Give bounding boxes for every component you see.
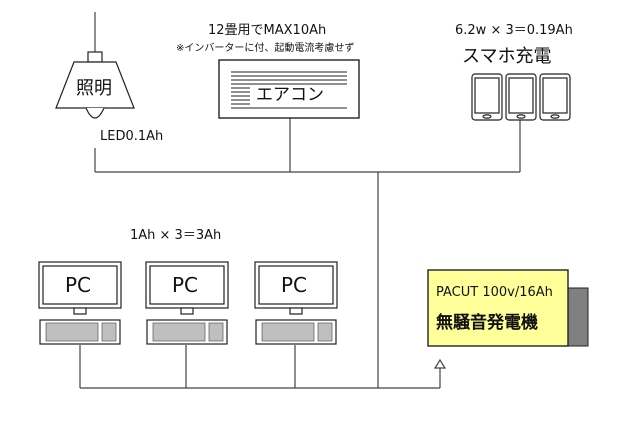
phones-label: スマホ充電 [462,46,552,67]
phone-icon [505,73,537,121]
generator-side-panel [565,287,589,347]
pc-label-1: PC [65,273,92,297]
aircon-vents [231,71,347,109]
lamp-icon [55,51,135,119]
pc-icon [145,261,229,345]
phones-formula: 6.2w × 3＝0.19Ah [455,23,573,38]
pc-label-3: PC [281,273,308,297]
pc-label-2: PC [172,273,199,297]
wiring [79,12,521,389]
pc-icon [254,261,338,345]
lamp-label: 照明 [76,78,112,99]
aircon-title: 12畳用でMAX10Ah [208,23,327,38]
phone-icon [539,73,571,121]
generator-model: PACUT 100v/16Ah [436,285,553,300]
pc-icon [38,261,122,345]
lamp-socket [87,51,103,63]
feed-arrow-head [433,358,447,369]
lamp-caption: LED0.1Ah [100,129,164,144]
lamp-bulb [85,107,105,119]
generator-unit [427,269,589,347]
phone-icon [471,73,503,121]
aircon-note: ※インバーターに付、起動電流考慮せず [176,43,355,54]
smartphones-icon [471,73,571,121]
aircon-label: エアコン [254,85,326,105]
lamp-shade [55,61,135,109]
generator-name: 無騒音発電機 [436,313,538,333]
generator-body [427,269,569,347]
pcs-formula: 1Ah × 3＝3Ah [130,228,222,243]
